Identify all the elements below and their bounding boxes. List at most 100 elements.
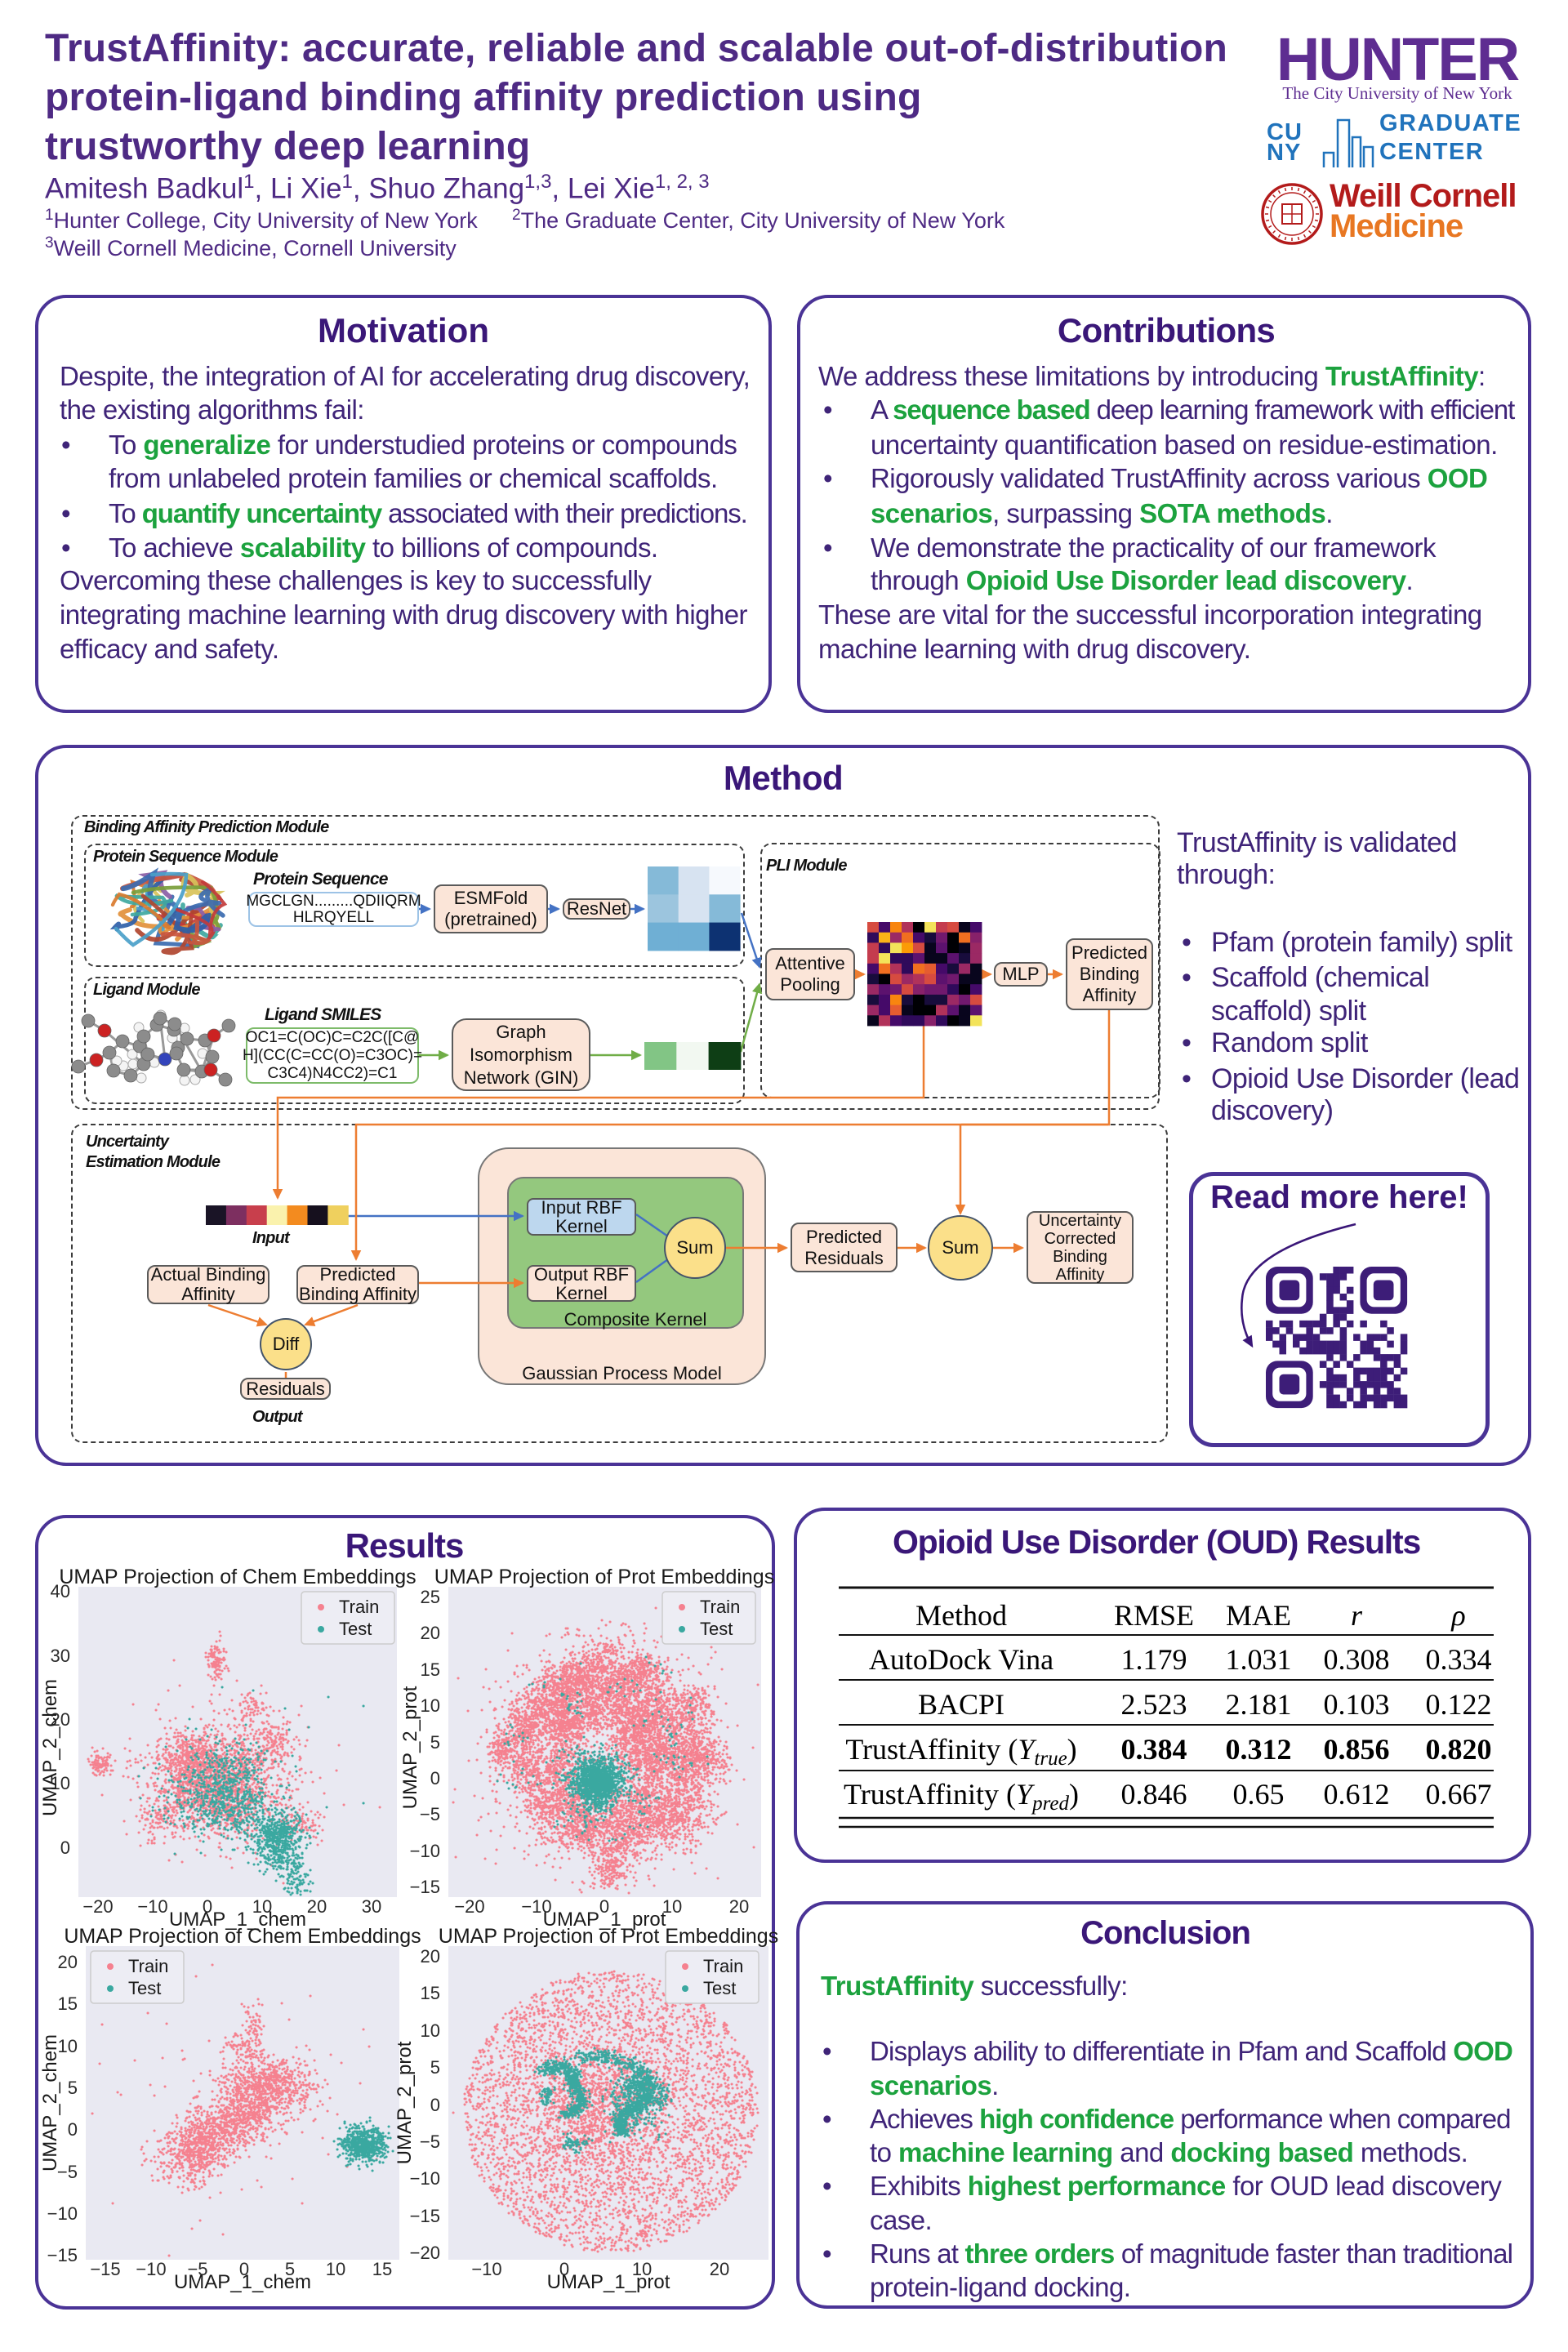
svg-text:40: 40	[51, 1581, 70, 1601]
svg-text:0.846: 0.846	[1121, 1778, 1187, 1811]
svg-text:−15: −15	[90, 2259, 120, 2279]
svg-text:−10: −10	[137, 1896, 167, 1917]
svg-text:RMSE: RMSE	[1114, 1599, 1194, 1632]
svg-text:5: 5	[430, 2057, 440, 2078]
svg-text:ρ: ρ	[1450, 1599, 1465, 1632]
svg-text:TrustAffinity (Ypred): TrustAffinity (Ypred)	[844, 1778, 1079, 1815]
svg-text:−10: −10	[410, 2168, 440, 2189]
svg-text:2.181: 2.181	[1226, 1688, 1292, 1721]
svg-text:0.334: 0.334	[1426, 1643, 1492, 1676]
svg-text:Test: Test	[703, 1978, 736, 1998]
svg-text:5: 5	[430, 1732, 440, 1753]
svg-text:MAE: MAE	[1226, 1599, 1291, 1632]
svg-text:−15: −15	[410, 2206, 440, 2226]
svg-text:Test: Test	[339, 1619, 372, 1639]
svg-text:0: 0	[430, 1768, 440, 1788]
svg-text:0.312: 0.312	[1226, 1733, 1292, 1766]
svg-text:0: 0	[203, 1896, 212, 1917]
svg-text:Sum: Sum	[676, 1237, 713, 1258]
svg-text:TrustAffinity (Ytrue): TrustAffinity (Ytrue)	[845, 1733, 1076, 1770]
svg-text:0.103: 0.103	[1324, 1688, 1390, 1721]
svg-text:UMAP_2_prot: UMAP_2_prot	[394, 2041, 416, 2164]
svg-text:0.122: 0.122	[1426, 1688, 1492, 1721]
svg-text:10: 10	[326, 2259, 345, 2279]
svg-text:0.308: 0.308	[1324, 1643, 1390, 1676]
svg-text:−10: −10	[47, 2203, 78, 2224]
svg-text:−5: −5	[57, 2162, 78, 2182]
svg-text:15: 15	[372, 2259, 392, 2279]
svg-text:20: 20	[421, 1946, 440, 1967]
svg-text:−20: −20	[82, 1896, 113, 1917]
svg-text:UMAP Projection of Prot Embedd: UMAP Projection of Prot Embeddings	[439, 1925, 778, 1948]
svg-text:0: 0	[60, 1838, 70, 1858]
svg-text:UMAP_2_prot: UMAP_2_prot	[399, 1686, 421, 1809]
svg-text:25: 25	[421, 1587, 440, 1607]
svg-text:10: 10	[421, 2020, 440, 2041]
svg-text:1.179: 1.179	[1121, 1643, 1187, 1676]
svg-text:−20: −20	[454, 1896, 484, 1917]
svg-text:0: 0	[559, 2259, 569, 2279]
svg-text:r: r	[1351, 1599, 1363, 1632]
svg-text:UMAP Projection of Prot Embedd: UMAP Projection of Prot Embeddings	[434, 1566, 774, 1588]
svg-text:Test: Test	[700, 1619, 733, 1639]
svg-text:0: 0	[68, 2119, 78, 2140]
svg-text:−20: −20	[410, 2243, 440, 2263]
svg-text:30: 30	[362, 1896, 381, 1917]
svg-text:−10: −10	[410, 1841, 440, 1861]
svg-text:Test: Test	[128, 1978, 161, 1998]
svg-text:UMAP_1_chem: UMAP_1_chem	[169, 1909, 306, 1931]
svg-text:UMAP_1_prot: UMAP_1_prot	[547, 2271, 670, 2293]
svg-text:UMAP Projection of Chem Embedd: UMAP Projection of Chem Embeddings	[59, 1566, 416, 1588]
svg-text:0: 0	[599, 1896, 609, 1917]
svg-text:20: 20	[421, 1623, 440, 1643]
svg-text:10: 10	[421, 1695, 440, 1716]
svg-text:20: 20	[710, 2259, 729, 2279]
svg-text:15: 15	[421, 1983, 440, 2003]
svg-text:Method: Method	[915, 1599, 1007, 1632]
svg-text:1.031: 1.031	[1226, 1643, 1292, 1676]
svg-text:20: 20	[307, 1896, 327, 1917]
svg-text:10: 10	[632, 2259, 652, 2279]
svg-text:Sum: Sum	[942, 1237, 978, 1258]
svg-text:−5: −5	[420, 1804, 440, 1824]
svg-text:15: 15	[58, 1993, 78, 2014]
svg-text:5: 5	[68, 2078, 78, 2098]
svg-text:2.523: 2.523	[1121, 1688, 1187, 1721]
svg-text:UMAP Projection of Chem Embedd: UMAP Projection of Chem Embeddings	[64, 1925, 421, 1948]
svg-text:−15: −15	[47, 2245, 78, 2265]
svg-text:10: 10	[51, 1773, 70, 1793]
svg-text:−10: −10	[136, 2259, 166, 2279]
svg-text:UMAP_2_chem: UMAP_2_chem	[39, 2034, 61, 2172]
svg-text:−5: −5	[420, 2132, 440, 2152]
svg-text:UMAP_1_prot: UMAP_1_prot	[543, 1909, 666, 1931]
svg-text:0: 0	[239, 2259, 249, 2279]
svg-text:0.384: 0.384	[1121, 1733, 1187, 1766]
svg-text:0.65: 0.65	[1233, 1778, 1285, 1811]
svg-text:0.820: 0.820	[1426, 1733, 1492, 1766]
svg-text:−10: −10	[471, 2259, 501, 2279]
svg-text:15: 15	[421, 1659, 440, 1680]
svg-text:BACPI: BACPI	[918, 1688, 1004, 1721]
svg-text:30: 30	[51, 1646, 70, 1666]
svg-text:−10: −10	[521, 1896, 551, 1917]
svg-text:−15: −15	[410, 1877, 440, 1897]
svg-text:5: 5	[285, 2259, 295, 2279]
svg-text:0: 0	[430, 2095, 440, 2115]
svg-text:10: 10	[252, 1896, 272, 1917]
svg-text:Train: Train	[700, 1597, 740, 1617]
svg-text:0.856: 0.856	[1324, 1733, 1390, 1766]
svg-text:Train: Train	[339, 1597, 379, 1617]
svg-text:AutoDock Vina: AutoDock Vina	[869, 1643, 1054, 1676]
svg-text:Train: Train	[703, 1956, 743, 1976]
svg-text:−5: −5	[187, 2259, 207, 2279]
svg-text:UMAP_1_chem: UMAP_1_chem	[174, 2271, 311, 2293]
svg-text:UMAP_2_chem: UMAP_2_chem	[39, 1679, 61, 1816]
svg-text:0.612: 0.612	[1324, 1778, 1390, 1811]
svg-text:Diff: Diff	[273, 1334, 300, 1354]
svg-text:0.667: 0.667	[1426, 1778, 1492, 1811]
svg-text:20: 20	[729, 1896, 749, 1917]
svg-text:20: 20	[58, 1952, 78, 1972]
svg-text:10: 10	[58, 2036, 78, 2056]
svg-text:Train: Train	[128, 1956, 168, 1976]
svg-text:10: 10	[662, 1896, 682, 1917]
